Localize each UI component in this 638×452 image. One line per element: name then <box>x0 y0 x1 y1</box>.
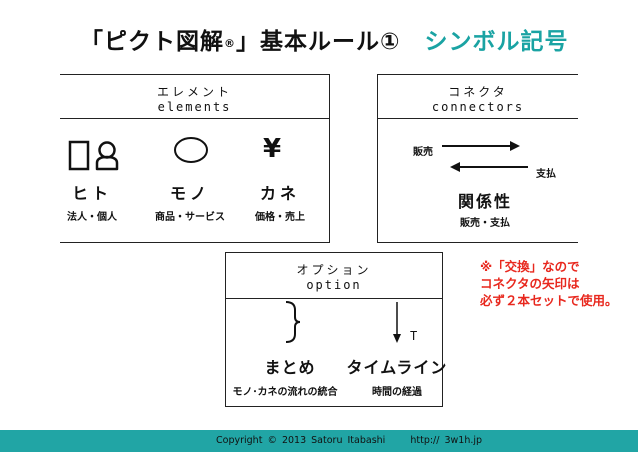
options-heading-ja: オプション <box>296 263 372 277</box>
connectors-header: コネクタ connectors <box>378 75 578 119</box>
brace-icon <box>285 301 301 343</box>
note-line-2: コネクタの矢印は <box>480 276 580 291</box>
element-caption-object: 商品・サービス <box>155 212 225 223</box>
option-caption-summary: モノ･カネの流れの統合 <box>232 387 338 398</box>
elements-heading-ja: エレメント <box>156 85 232 99</box>
connectors-heading-ja: コネクタ <box>448 85 508 99</box>
timeline-arrow-icon <box>393 302 401 343</box>
title-main-after: 」基本ルール① <box>236 29 401 55</box>
page-title: 「ピクト図解®」基本ルール① シンボル記号 <box>80 22 568 56</box>
options-header: オプション option <box>226 253 442 299</box>
connector-caption: 販売・支払 <box>460 218 510 229</box>
connector-arrows-icon <box>442 141 528 172</box>
title-sub: シンボル記号 <box>424 29 569 55</box>
footer-bar <box>0 430 638 452</box>
element-label-money: カネ <box>259 184 300 203</box>
note-line-3: 必ず２本セットで使用。 <box>480 293 618 308</box>
title-main-before: 「ピクト図解 <box>80 29 224 55</box>
yen-icon: ¥ <box>263 134 282 164</box>
timeline-marker: T <box>410 329 418 343</box>
option-label-timeline: タイムライン <box>346 358 448 377</box>
note-line-1: ※「交換」なので <box>480 259 580 274</box>
object-icon <box>174 137 208 163</box>
option-caption-timeline: 時間の経過 <box>372 387 422 398</box>
connector-note: ※「交換」なので コネクタの矢印は 必ず２本セットで使用。 <box>480 258 618 309</box>
footer-text: Copyright © 2013 Satoru Itabashi http://… <box>216 435 482 446</box>
options-panel: オプション option <box>225 252 443 407</box>
element-label-person: ヒト <box>71 184 112 203</box>
option-label-summary: まとめ <box>264 358 316 377</box>
element-caption-money: 価格・売上 <box>255 212 305 223</box>
element-caption-person: 法人・個人 <box>67 212 117 223</box>
connector-bottom-label: 支払 <box>536 169 556 180</box>
connector-top-label: 販売 <box>413 147 433 158</box>
element-label-object: モノ <box>169 184 210 203</box>
connectors-heading-en: connectors <box>431 100 525 114</box>
person-icon <box>68 140 119 171</box>
elements-heading-en: elements <box>157 100 232 114</box>
options-heading-en: option <box>306 278 362 292</box>
connector-label: 関係性 <box>457 192 512 211</box>
registered-mark: ® <box>224 37 236 50</box>
connectors-panel: コネクタ connectors <box>377 74 578 243</box>
footer-copyright: Copyright © 2013 Satoru Itabashi <box>216 435 386 446</box>
elements-header: エレメント elements <box>60 75 329 119</box>
footer-url: http:// 3w1h.jp <box>410 435 483 446</box>
